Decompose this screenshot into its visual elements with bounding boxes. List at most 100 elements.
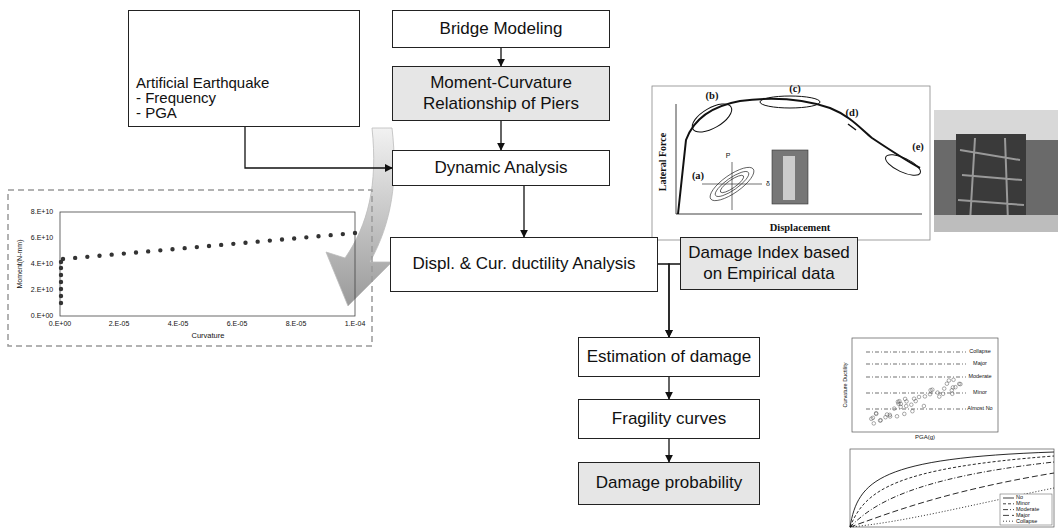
scatter-point <box>912 397 916 401</box>
scatter-point <box>952 378 956 382</box>
scatter-point <box>878 419 882 423</box>
node-text: Damage Index based on Empirical data <box>687 243 851 284</box>
chart-label: (a) <box>692 170 704 182</box>
chart-label: 2.E-05 <box>109 320 130 328</box>
scatter-point <box>892 407 896 411</box>
legend-text: Collapse <box>1016 519 1037 525</box>
source-box: Artificial Earthquake- Frequency- PGA <box>128 10 360 127</box>
node-text: Fragility curves <box>612 409 726 429</box>
process-box: Fragility curves <box>578 399 760 439</box>
process-box: Moment-Curvature Relationship of Piers <box>392 66 610 121</box>
chart-label: 4.E-05 <box>168 320 189 328</box>
result-box: Damage probability <box>578 462 760 505</box>
scatter-point <box>938 395 942 399</box>
chart-label: (b) <box>706 90 719 102</box>
chart-label: (c) <box>789 83 801 95</box>
process-box: Dynamic Analysis <box>392 150 610 186</box>
scatter-point <box>923 395 927 399</box>
chart-label: Moderate <box>967 373 992 379</box>
scatter-point <box>874 411 878 415</box>
node-text: Estimation of damage <box>587 347 751 367</box>
flow-arrow <box>523 186 524 237</box>
scatter-point <box>947 379 951 383</box>
legend-text: Minor <box>1016 501 1030 507</box>
lateral-force-chart <box>676 96 923 214</box>
scatter-point <box>897 402 901 406</box>
chart-label: (d) <box>846 107 859 119</box>
chart-label: Major <box>972 360 988 366</box>
chart-label: Minor <box>972 389 988 395</box>
scatter-point <box>904 404 908 408</box>
scatter-point <box>888 413 892 417</box>
scatter-point <box>942 387 946 391</box>
legend-text: Major <box>1016 513 1030 519</box>
chart-label: 0.E+00 <box>31 312 53 320</box>
chart-label: 6.E-05 <box>227 320 248 328</box>
node-text: Displ. & Cur. ductility Analysis <box>413 254 636 274</box>
scatter-point <box>954 385 958 389</box>
scatter-point <box>941 392 945 396</box>
chart-label: 2.E+10 <box>31 286 53 294</box>
scatter-point <box>872 422 876 426</box>
process-box: Bridge Modeling <box>392 10 610 48</box>
scatter-point <box>910 403 914 407</box>
input-box: Damage Index based on Empirical data <box>680 237 858 290</box>
flow-arrow <box>669 264 680 337</box>
node-text: - Frequency <box>136 90 216 105</box>
flow-arrow <box>500 48 501 66</box>
flow-arrow <box>668 377 669 399</box>
node-text: Dynamic Analysis <box>434 158 567 178</box>
chart-label: δ <box>766 180 770 188</box>
chart-label: Almost No <box>966 405 993 411</box>
chart-label: 4.E+10 <box>31 260 53 268</box>
scatter-point <box>884 415 888 419</box>
chart-label: P <box>726 152 731 160</box>
chart-label: Curvature <box>192 332 225 340</box>
node-text: Moment-Curvature Relationship of Piers <box>399 73 603 114</box>
chart-label: 8.E-05 <box>286 320 307 328</box>
chart-label: (e) <box>912 141 924 153</box>
axis-title: Curvature Ductility <box>842 363 848 408</box>
flow-arrow <box>658 264 669 337</box>
moment-curvature-chart <box>59 212 357 316</box>
scatter-point <box>903 397 907 401</box>
scatter-point <box>903 412 907 416</box>
process-box: Displ. & Cur. ductility Analysis <box>390 237 658 292</box>
scatter-point <box>922 404 926 408</box>
curved-arrow <box>326 128 394 306</box>
chart-frame <box>652 86 930 240</box>
scatter-point <box>917 395 921 399</box>
damage-scatter-chart <box>852 338 998 432</box>
flow-arrow <box>245 127 392 168</box>
axis-title: Moment(N-mm) <box>16 240 24 289</box>
chart-label: PGA(g) <box>915 434 935 441</box>
axis-title: Lateral Force <box>657 133 668 191</box>
scatter-point <box>951 392 955 396</box>
chart-label: 1.E-04 <box>345 320 366 328</box>
node-text: Bridge Modeling <box>440 19 563 39</box>
chart-label: Displacement <box>770 222 831 234</box>
chart-label: 8.E+10 <box>31 208 53 216</box>
legend-text: Moderate <box>1016 507 1039 513</box>
scatter-point <box>931 388 935 392</box>
scatter-point <box>870 417 874 421</box>
fragility-chart <box>850 449 1054 527</box>
scatter-point <box>874 412 878 416</box>
node-text: - PGA <box>136 105 177 120</box>
scatter-point <box>928 392 932 396</box>
scatter-point <box>957 382 961 386</box>
flow-arrow <box>668 439 669 462</box>
scatter-point <box>879 418 883 422</box>
chart-label: 0.E+00 <box>49 320 71 328</box>
damage-photo <box>934 110 1058 232</box>
scatter-point <box>895 415 899 419</box>
dashed-panel <box>8 190 372 346</box>
chart-label: Collapse <box>968 348 991 354</box>
scatter-point <box>945 382 949 386</box>
flow-arrow <box>500 121 501 150</box>
scatter-point <box>936 391 940 395</box>
node-text: Damage probability <box>596 473 742 493</box>
node-text: Artificial Earthquake <box>136 75 269 90</box>
legend-text: No <box>1016 495 1023 501</box>
scatter-point <box>911 409 915 413</box>
